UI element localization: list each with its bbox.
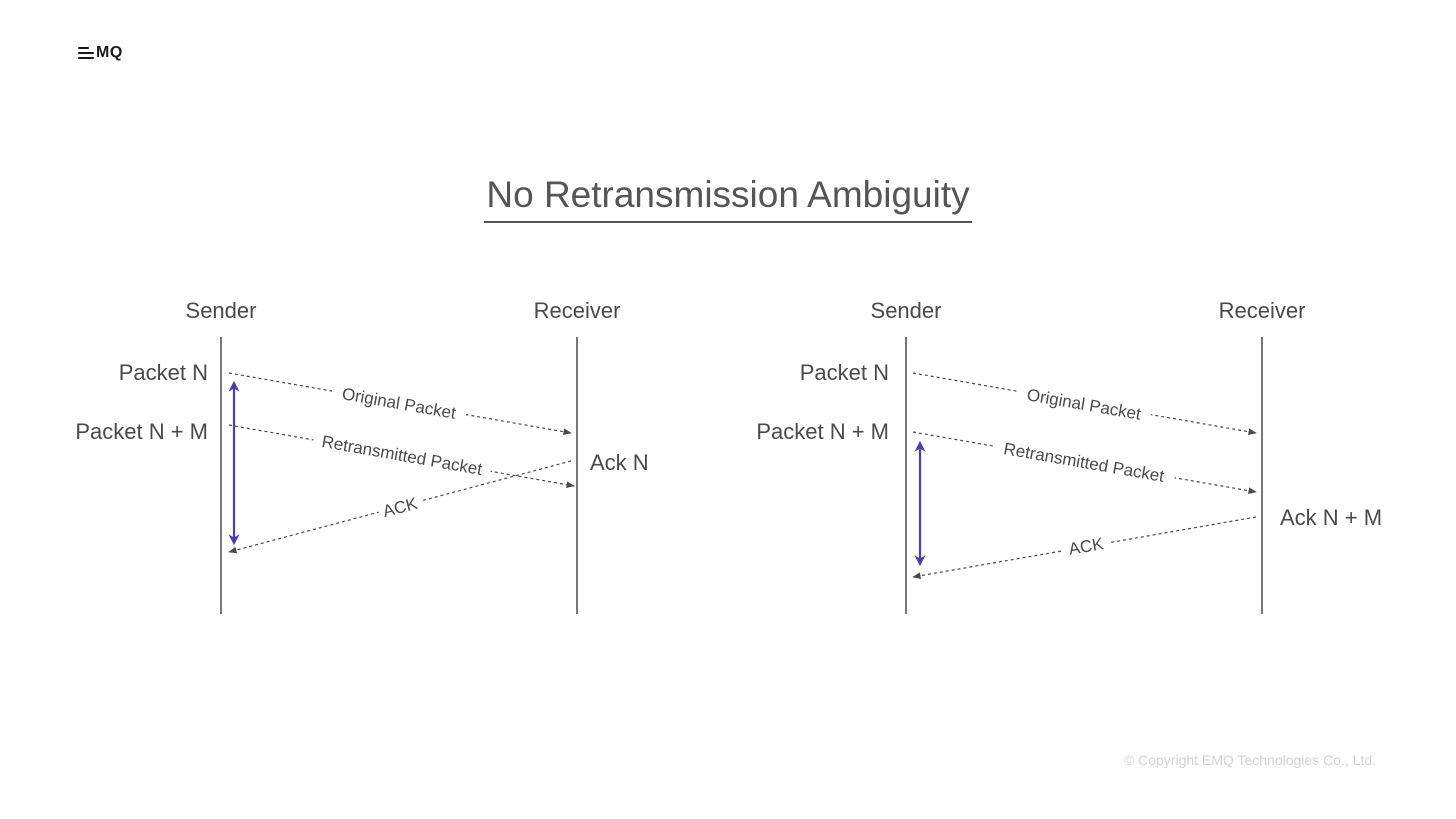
packet-n-label: Packet N — [800, 360, 889, 385]
ack-message-label: ACK — [381, 494, 420, 522]
sender-header: Sender — [871, 298, 942, 323]
original-packet-label: Original Packet — [1025, 385, 1142, 424]
receiver-header: Receiver — [534, 298, 621, 323]
diagram-unambiguous: Sender Receiver Packet N Packet N + M Ac… — [756, 298, 1382, 614]
diagram-ambiguous: Sender Receiver Packet N Packet N + M Ac… — [75, 298, 649, 614]
original-packet-arrow — [228, 372, 572, 436]
logo-text: MQ — [96, 44, 123, 61]
receiver-header: Receiver — [1219, 298, 1306, 323]
title-underline — [484, 221, 972, 223]
ack-label: Ack N + M — [1280, 505, 1382, 530]
original-packet-label: Original Packet — [340, 384, 457, 423]
copyright-notice: © Copyright EMQ Technologies Co., Ltd. — [1123, 752, 1376, 768]
emq-logo: MQ — [78, 44, 123, 62]
packet-nm-label: Packet N + M — [75, 419, 208, 444]
page-title: No Retransmission Ambiguity — [486, 174, 970, 215]
sender-header: Sender — [186, 298, 257, 323]
packet-nm-label: Packet N + M — [756, 419, 889, 444]
logo-mark-icon — [78, 46, 94, 60]
packet-n-label: Packet N — [119, 360, 208, 385]
ack-label: Ack N — [590, 450, 649, 475]
